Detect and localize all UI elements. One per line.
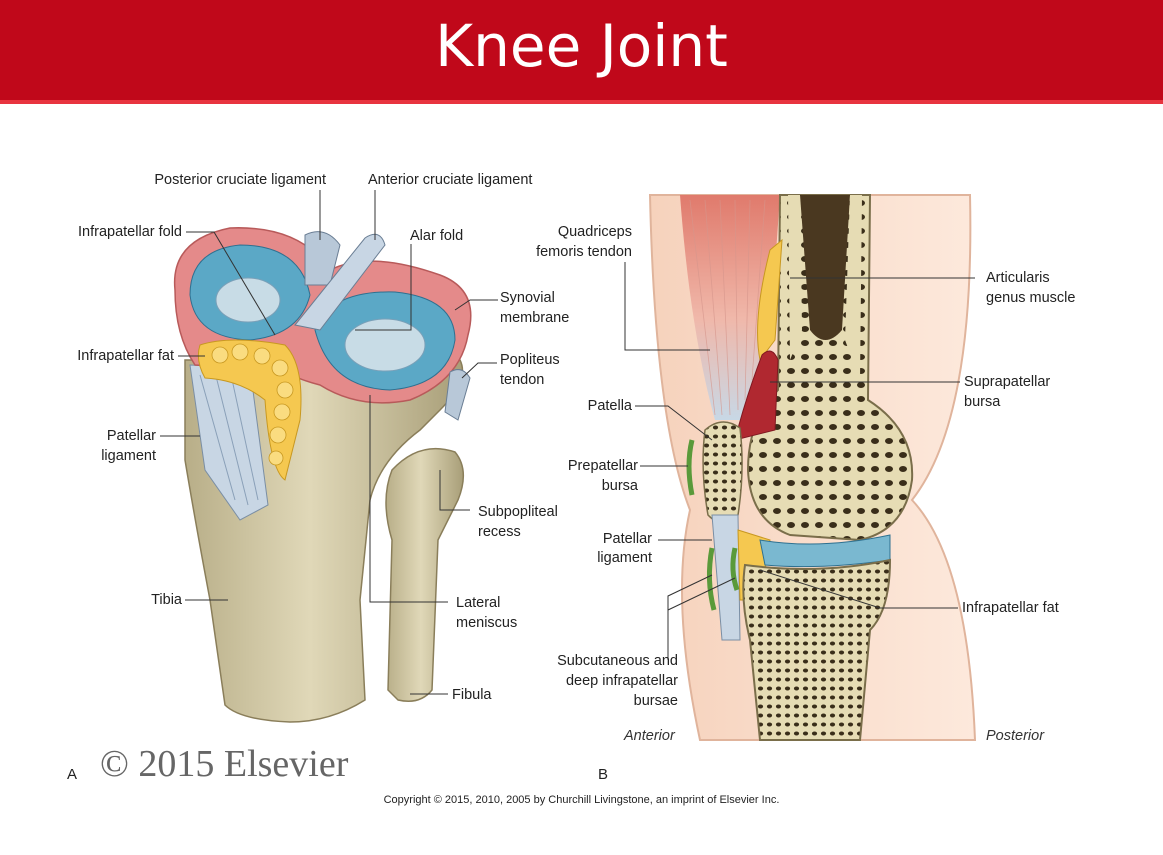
label-posterior: Posterior (986, 728, 1045, 744)
label-suprapatellar-1: Suprapatellar (964, 374, 1051, 390)
label-anterior-cruciate-ligament: Anterior cruciate ligament (368, 172, 533, 188)
label-synovial-membrane-2: membrane (500, 310, 570, 326)
label-popliteus-1: Popliteus (500, 352, 560, 368)
label-subcutaneous-1: Subcutaneous and (557, 653, 678, 669)
label-infrapatellar-fat-b: Infrapatellar fat (962, 600, 1059, 616)
label-lateral-meniscus-1: Lateral (456, 595, 501, 611)
femur-medullary-cavity (800, 195, 850, 340)
label-quadriceps-1: Quadriceps (557, 224, 632, 240)
fibula-bone (385, 447, 464, 702)
leader-lines-b (624, 262, 975, 660)
label-prepatellar-1: Prepatellar (567, 458, 638, 474)
label-quadriceps-2: femoris tendon (536, 244, 632, 260)
popliteus-tendon (444, 369, 471, 421)
label-infrapatellar-fold: Infrapatellar fold (78, 224, 182, 240)
slide-title: Knee Joint (435, 12, 728, 80)
copyright-footer: Copyright © 2015, 2010, 2005 by Churchil… (383, 794, 780, 806)
copyright-watermark: © 2015 Elsevier (100, 743, 349, 785)
label-patellar-ligament-b-2: ligament (597, 550, 652, 566)
label-patella: Patella (587, 398, 632, 414)
label-popliteus-2: tendon (500, 372, 545, 388)
figure-b-sagittal-section (648, 194, 977, 741)
label-articularis-1: Articularis (986, 270, 1050, 286)
label-posterior-cruciate-ligament: Posterior cruciate ligament (154, 172, 326, 188)
banner-accent-line (0, 100, 1163, 104)
anterior-cruciate-ligament (294, 233, 386, 331)
figure-a-tibia-plateau (173, 227, 472, 723)
leader-lines-a (160, 190, 498, 695)
label-anterior: Anterior (624, 728, 675, 744)
label-fibula: Fibula (452, 687, 492, 703)
label-patellar-ligament-b-1: Patellar (602, 531, 652, 547)
panel-letter-a: A (67, 766, 78, 783)
subcutaneous-bursa (706, 547, 717, 611)
label-tibia: Tibia (151, 592, 182, 608)
prepatellar-bursa (686, 439, 695, 496)
deep-infrapatellar-bursa (730, 547, 740, 591)
label-subpopliteal-1: Subpopliteal (478, 504, 558, 520)
title-banner (0, 0, 1163, 100)
quadriceps-muscle (680, 195, 780, 420)
label-patellar-ligament-a-1: Patellar (106, 428, 156, 444)
infrapatellar-fat-pad-a (197, 339, 302, 481)
patellar-ligament-b (711, 514, 741, 641)
label-subcutaneous-2: deep infrapatellar (565, 673, 678, 689)
label-suprapatellar-2: bursa (964, 394, 1001, 410)
label-patellar-ligament-a-2: ligament (101, 448, 156, 464)
label-articularis-2: genus muscle (986, 290, 1076, 306)
label-prepatellar-2: bursa (601, 478, 638, 494)
label-synovial-membrane-1: Synovial (500, 290, 555, 306)
label-alar-fold: Alar fold (410, 228, 464, 244)
label-subcutaneous-3: bursae (633, 693, 678, 709)
tibia-bone-b (742, 558, 892, 741)
label-subpopliteal-2: recess (478, 524, 521, 540)
panel-letter-b: B (598, 766, 609, 783)
posterior-cruciate-ligament (304, 231, 341, 286)
label-infrapatellar-fat-a: Infrapatellar fat (77, 348, 174, 364)
label-lateral-meniscus-2: meniscus (456, 615, 518, 631)
